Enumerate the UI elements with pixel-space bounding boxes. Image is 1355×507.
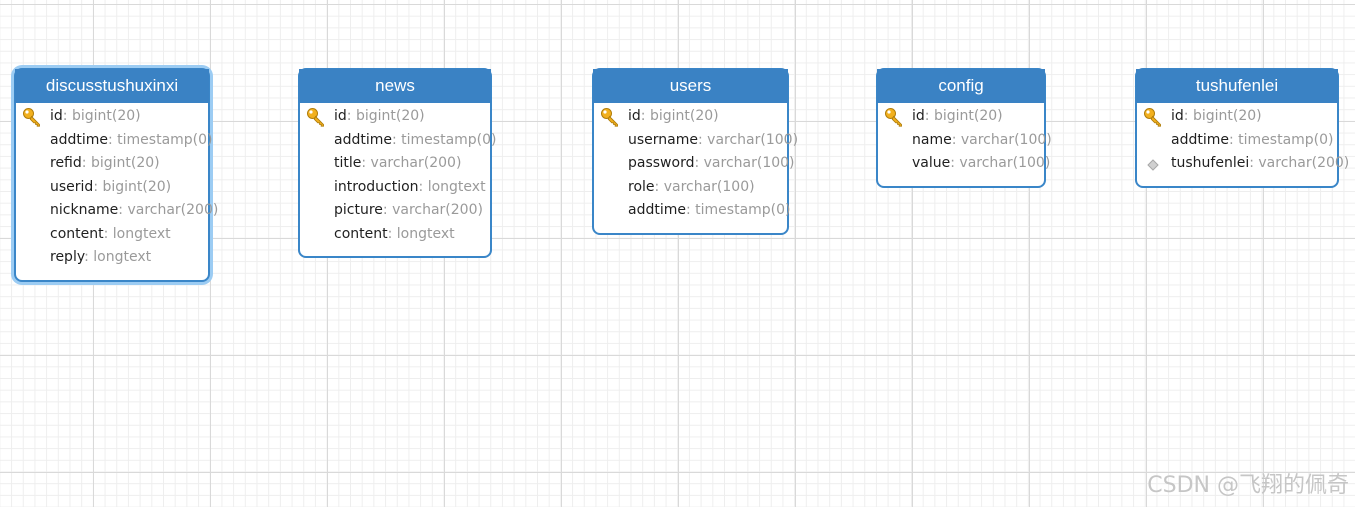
column-row[interactable]: id: bigint(20) <box>300 105 490 129</box>
column-name: value <box>912 155 951 171</box>
column-name: id <box>1171 108 1184 124</box>
column-name: userid <box>50 178 94 195</box>
table-config[interactable]: config id: bigint(20) name: varchar(100)… <box>876 68 1052 188</box>
diamond-icon <box>1143 154 1163 174</box>
column-name: name <box>912 131 952 148</box>
table-news[interactable]: news id: bigint(20) addtime: timestamp(0… <box>298 68 497 258</box>
table-title: config <box>877 69 1045 103</box>
column-row[interactable]: password: varchar(100) <box>594 152 795 176</box>
column-name: username <box>628 131 698 148</box>
column-row[interactable]: addtime: timestamp(0) <box>16 129 213 153</box>
watermark: CSDN @飞翔的佩奇 <box>1147 473 1349 498</box>
table-discusstushuxinxi[interactable]: discusstushuxinxi id: bigint(20) addtime… <box>14 68 218 282</box>
column-type: : bigint(20) <box>346 108 425 124</box>
column-name: id <box>50 108 63 124</box>
column-name: nickname <box>50 202 119 218</box>
column-name: reply <box>50 249 85 265</box>
table-users[interactable]: users id: bigint(20) username: varchar(1… <box>592 68 798 235</box>
column-row[interactable]: content: longtext <box>300 223 490 247</box>
column-row[interactable]: name: varchar(100) <box>878 129 1052 153</box>
column-row[interactable]: refid: bigint(20) <box>16 152 208 176</box>
column-type: : timestamp(0) <box>1228 131 1334 148</box>
table-title: discusstushuxinxi <box>15 69 209 103</box>
column-row[interactable]: id: bigint(20) <box>878 105 1044 129</box>
column-name: id <box>334 108 347 124</box>
column-name: content <box>334 225 388 242</box>
column-type: : varchar(200) <box>382 202 483 218</box>
column-type: : longtext <box>84 249 152 265</box>
column-type: : bigint(20) <box>640 108 719 124</box>
column-name: addtime <box>50 131 108 148</box>
column-list: id: bigint(20) username: varchar(100) pa… <box>594 103 798 223</box>
column-name: tushufenlei <box>1171 155 1250 171</box>
column-type: : varchar(100) <box>698 131 799 148</box>
column-type: : bigint(20) <box>1183 108 1262 124</box>
column-type: : bigint(20) <box>93 178 172 195</box>
column-name: id <box>912 108 925 124</box>
table-tushufenlei[interactable]: tushufenlei id: bigint(20) addtime: time… <box>1135 68 1349 188</box>
column-row[interactable]: value: varchar(100) <box>878 152 1050 176</box>
column-list: id: bigint(20) addtime: timestamp(0) ref… <box>16 103 218 270</box>
column-row[interactable]: addtime: timestamp(0) <box>300 129 497 153</box>
column-type: : timestamp(0) <box>107 131 213 148</box>
column-type: : varchar(100) <box>950 155 1051 171</box>
column-name: role <box>628 178 655 195</box>
key-icon <box>600 107 620 127</box>
key-icon <box>306 107 326 127</box>
column-type: : bigint(20) <box>924 108 1003 124</box>
column-row[interactable]: content: longtext <box>16 223 208 247</box>
column-name: addtime <box>1171 131 1229 148</box>
column-type: : varchar(100) <box>654 178 755 195</box>
column-name: introduction <box>334 178 419 195</box>
column-name: addtime <box>334 131 392 148</box>
column-name: content <box>50 225 104 242</box>
column-row[interactable]: id: bigint(20) <box>1137 105 1337 129</box>
column-row[interactable]: introduction: longtext <box>300 176 490 200</box>
table-title: users <box>593 69 788 103</box>
column-list: id: bigint(20) addtime: timestamp(0) tit… <box>300 103 497 247</box>
column-type: : longtext <box>103 225 171 242</box>
column-type: : longtext <box>418 178 486 195</box>
column-type: : varchar(200) <box>118 202 219 218</box>
column-list: id: bigint(20) name: varchar(100) value:… <box>878 103 1052 176</box>
column-name: password <box>628 155 695 171</box>
column-list: id: bigint(20) addtime: timestamp(0) tus… <box>1137 103 1349 176</box>
column-name: title <box>334 155 362 171</box>
column-type: : timestamp(0) <box>685 202 791 218</box>
column-type: : varchar(100) <box>694 155 795 171</box>
column-type: : varchar(200) <box>1249 155 1350 171</box>
column-row[interactable]: id: bigint(20) <box>594 105 787 129</box>
column-type: : timestamp(0) <box>391 131 497 148</box>
column-type: : varchar(200) <box>361 155 462 171</box>
key-icon <box>1143 107 1163 127</box>
table-title: news <box>299 69 491 103</box>
key-icon <box>22 107 42 127</box>
key-icon <box>884 107 904 127</box>
column-name: picture <box>334 202 383 218</box>
column-row[interactable]: reply: longtext <box>16 246 208 270</box>
column-type: : bigint(20) <box>62 108 141 124</box>
column-name: id <box>628 108 641 124</box>
column-name: refid <box>50 155 82 171</box>
column-row[interactable]: id: bigint(20) <box>16 105 208 129</box>
table-title: tushufenlei <box>1136 69 1338 103</box>
column-name: addtime <box>628 202 686 218</box>
column-row[interactable]: userid: bigint(20) <box>16 176 208 200</box>
column-row[interactable]: nickname: varchar(200) <box>16 199 218 223</box>
column-type: : longtext <box>387 225 455 242</box>
column-type: : varchar(100) <box>951 131 1052 148</box>
column-row[interactable]: title: varchar(200) <box>300 152 490 176</box>
column-type: : bigint(20) <box>81 155 160 171</box>
column-row[interactable]: username: varchar(100) <box>594 129 798 153</box>
column-row[interactable]: addtime: timestamp(0) <box>1137 129 1337 153</box>
column-row[interactable]: addtime: timestamp(0) <box>594 199 791 223</box>
column-row[interactable]: picture: varchar(200) <box>300 199 490 223</box>
column-row[interactable]: role: varchar(100) <box>594 176 787 200</box>
column-row[interactable]: tushufenlei: varchar(200) <box>1137 152 1349 176</box>
